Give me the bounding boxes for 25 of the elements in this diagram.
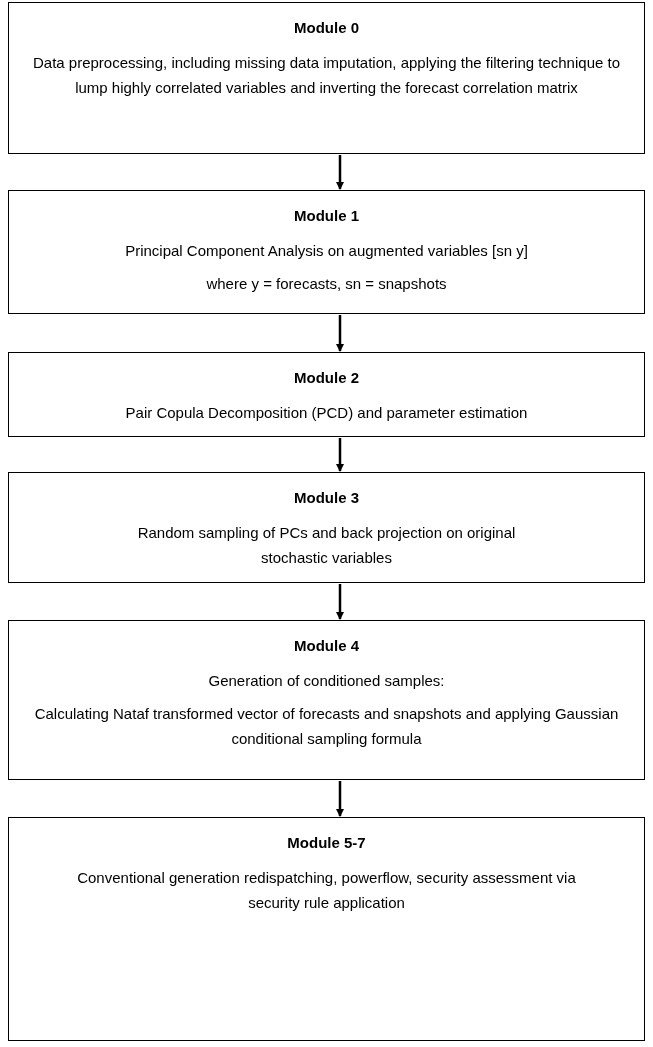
module-description: Data preprocessing, including missing data imputation, applying the filtering technique to lump highly correlated variables and inverting the forecast correlation matrix (32, 53, 621, 98)
module-heading: Module 5-7 (287, 833, 366, 853)
arrow (336, 438, 344, 472)
module-heading: Module 1 (294, 206, 359, 226)
module-description: Pair Copula Decomposition (PCD) and parameter estimation (124, 403, 529, 423)
process-box (8, 817, 645, 1041)
arrow (336, 781, 344, 817)
arrow (336, 584, 344, 620)
arrow (336, 315, 344, 352)
process-box (8, 472, 645, 583)
process-box (8, 620, 645, 780)
module-heading: Module 3 (294, 488, 359, 508)
module-heading: Module 0 (294, 18, 359, 38)
module-heading: Module 2 (294, 368, 359, 388)
process-box (8, 190, 645, 314)
module-description: where y = forecasts, sn = snapshots (205, 274, 448, 294)
module-description: Calculating Nataf transformed vector of forecasts and snapshots and applying Gaussian conditional sampling formula (33, 704, 620, 749)
module-description: Random sampling of PCs and back projection on original stochastic variables (136, 523, 517, 568)
module-description: Principal Component Analysis on augmented variables [sn y] (124, 241, 529, 261)
module-description: Conventional generation redispatching, powerflow, security assessment via security rule application (76, 868, 577, 913)
arrow (336, 155, 344, 190)
process-box (8, 2, 645, 154)
module-description: Generation of conditioned samples: (207, 671, 446, 691)
process-box (8, 352, 645, 437)
module-heading: Module 4 (294, 636, 359, 656)
